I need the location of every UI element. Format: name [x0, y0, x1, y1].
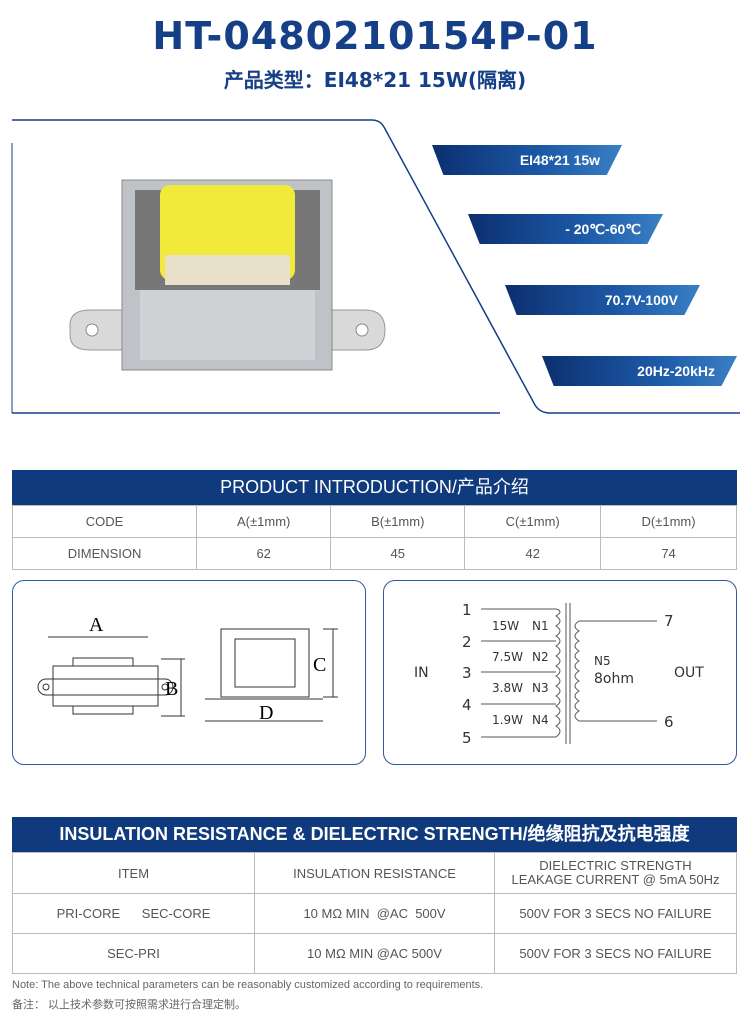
insulation-table: ITEM INSULATION RESISTANCE DIELECTRIC ST…	[12, 852, 737, 974]
intro-title: PRODUCT INTRODUCTION/产品介绍	[12, 470, 737, 505]
winding-power: 3.8W	[492, 681, 523, 695]
cell: 500V FOR 3 SECS NO FAILURE	[494, 933, 737, 974]
pin-5: 5	[462, 729, 472, 747]
header-cell: C(±1mm)	[464, 505, 602, 538]
dim-label-a: A	[89, 614, 104, 636]
cell: DIMENSION	[11, 537, 198, 570]
secondary-name: N5	[594, 654, 611, 668]
cell: 74	[600, 537, 737, 570]
winding-name: N1	[532, 619, 549, 633]
pin-7: 7	[664, 612, 674, 630]
cell: 10 MΩ MIN @AC 500V	[254, 893, 495, 934]
note-cn: 备注： 以上技术参数可按照需求进行合理定制。	[12, 999, 247, 1011]
dim-label-c: C	[313, 654, 326, 676]
insulation-title: INSULATION RESISTANCE & DIELECTRIC STREN…	[12, 817, 737, 852]
header-cell: CODE	[11, 505, 198, 538]
note-en: Note: The above technical parameters can…	[12, 979, 484, 991]
cell: 42	[464, 537, 602, 570]
dimension-drawing: A B C D	[12, 580, 366, 765]
pin-6: 6	[664, 713, 674, 731]
winding-power: 1.9W	[492, 713, 523, 727]
cell: 10 MΩ MIN @AC 500V	[254, 933, 495, 974]
page-title: HT-0480210154P-01	[152, 14, 598, 58]
header-cell: D(±1mm)	[600, 505, 737, 538]
dim-label-d: D	[259, 702, 273, 724]
product-frame	[11, 119, 740, 414]
header-cell: LEAKAGE CURRENT @ 5mA 50Hz	[511, 872, 720, 887]
pin-4: 4	[462, 696, 472, 714]
spec-badge-voltage: 70.7V-100V	[505, 285, 700, 315]
cell: 45	[330, 537, 466, 570]
product-type: 产品类型：EI48*21 15W(隔离)	[223, 68, 527, 92]
table-row: SEC-PRI 10 MΩ MIN @AC 500V 500V FOR 3 SE…	[12, 933, 737, 974]
cell: SEC-PRI	[12, 933, 255, 974]
cell: 500V FOR 3 SECS NO FAILURE	[494, 893, 737, 934]
in-label: IN	[414, 665, 429, 681]
spec-badge-core: EI48*21 15w	[432, 145, 622, 175]
pin-1: 1	[462, 601, 472, 619]
pin-3: 3	[462, 664, 472, 682]
header-cell: B(±1mm)	[330, 505, 466, 538]
table-row: PRI-CORE SEC-CORE 10 MΩ MIN @AC 500V 500…	[12, 893, 737, 934]
header-cell: A(±1mm)	[196, 505, 332, 538]
winding-power: 15W	[492, 619, 519, 633]
pin-2: 2	[462, 633, 472, 651]
header-cell: ITEM	[12, 852, 255, 894]
spec-badge-temperature: - 20℃-60℃	[468, 214, 663, 244]
cell: PRI-CORE SEC-CORE	[12, 893, 255, 934]
table-row: DIMENSION 62 45 42 74	[11, 537, 737, 570]
spec-badge-frequency: 20Hz-20kHz	[542, 356, 737, 386]
header-cell: INSULATION RESISTANCE	[254, 852, 495, 894]
transformer-photo	[69, 179, 386, 371]
header-cell: DIELECTRIC STRENGTH	[539, 858, 692, 873]
winding-name: N2	[532, 650, 549, 664]
dim-label-b: B	[165, 678, 178, 700]
winding-name: N3	[532, 681, 549, 695]
wiring-schematic: 1 2 3 4 5 6 7 IN OUT 15W N1 7.5W N2 3.8W…	[383, 580, 737, 765]
out-label: OUT	[674, 665, 704, 681]
winding-power: 7.5W	[492, 650, 523, 664]
impedance: 8ohm	[594, 671, 634, 687]
dimension-table: CODE A(±1mm) B(±1mm) C(±1mm) D(±1mm) DIM…	[11, 505, 737, 570]
cell: 62	[196, 537, 332, 570]
winding-name: N4	[532, 713, 549, 727]
